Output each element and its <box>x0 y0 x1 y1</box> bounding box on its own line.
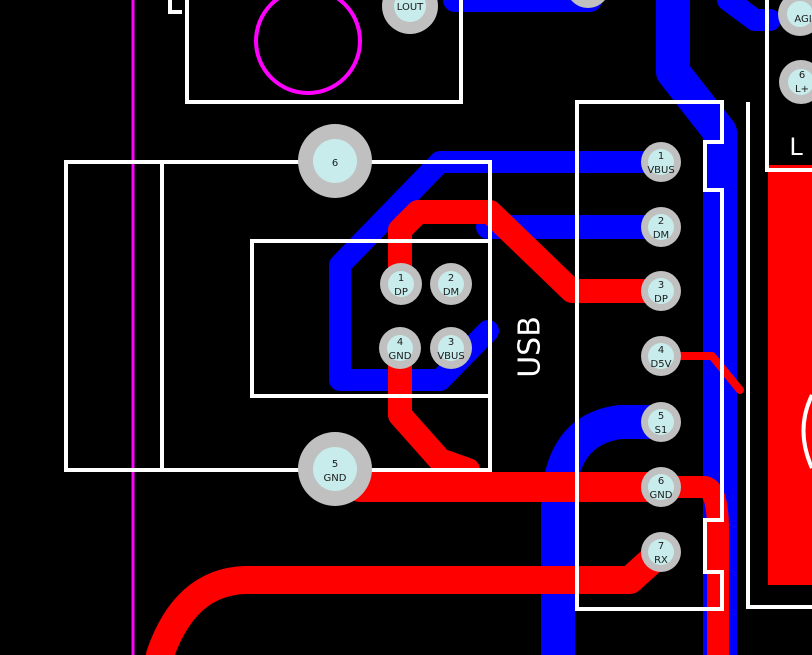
svg-text:6: 6 <box>658 476 664 487</box>
silkscreen-layer <box>64 0 812 611</box>
header-connector-outline <box>575 100 724 611</box>
svg-text:3: 3 <box>658 280 664 291</box>
svg-text:2: 2 <box>448 273 454 284</box>
svg-text:GND: GND <box>324 473 347 484</box>
svg-text:6: 6 <box>332 158 338 169</box>
svg-text:GND: GND <box>650 490 673 501</box>
header-pad-4: 4 D5V <box>641 336 681 376</box>
mounting-hole-outline <box>254 0 362 95</box>
svg-text:DP: DP <box>394 287 408 298</box>
svg-text:5: 5 <box>332 459 338 470</box>
shield-pad-5: 5 GND <box>298 432 372 506</box>
header-pad-5: 5 S1 <box>641 402 681 442</box>
svg-text:VBUS: VBUS <box>647 165 674 176</box>
svg-text:D5V: D5V <box>651 359 672 370</box>
svg-text:1: 1 <box>398 273 404 284</box>
top-trace <box>388 335 480 482</box>
pad-l-plus: 6 L+ <box>779 60 812 104</box>
silk-outline <box>765 0 812 172</box>
pad-top-edge <box>571 0 605 8</box>
header-pad-7: 7 RX <box>641 532 681 572</box>
header-pad-3: 3 DP <box>641 271 681 311</box>
corner-silkscreen-label: L <box>789 133 803 161</box>
svg-text:6: 6 <box>799 70 805 81</box>
header-pad-1: 1 VBUS <box>641 142 681 182</box>
svg-text:7: 7 <box>658 541 664 552</box>
shield-pad-6: 6 <box>298 124 372 198</box>
svg-text:1: 1 <box>658 151 664 162</box>
top-trace <box>146 538 675 655</box>
usb-pad-1: 1 DP <box>380 263 422 305</box>
usb-receptacle-inner-outline <box>250 239 492 398</box>
pad-agi: AGI <box>778 0 812 36</box>
svg-text:RX: RX <box>654 555 668 566</box>
silk-outline <box>168 0 182 14</box>
silk-outline <box>801 394 812 469</box>
usb-silkscreen-label: USB <box>513 316 548 378</box>
svg-text:VBUS: VBUS <box>437 351 464 362</box>
svg-text:DM: DM <box>653 230 669 241</box>
usb-pad-2: 2 DM <box>430 263 472 305</box>
svg-text:LOUT: LOUT <box>397 2 424 13</box>
usb-pad-4: 4 GND <box>379 327 421 369</box>
silk-outline <box>185 0 463 104</box>
svg-text:GND: GND <box>389 351 412 362</box>
svg-text:L+: L+ <box>795 84 809 95</box>
svg-text:3: 3 <box>448 337 454 348</box>
svg-text:DP: DP <box>654 294 668 305</box>
header-pad-2: 2 DM <box>641 207 681 247</box>
pad-lout: LOUT <box>382 0 438 34</box>
top-trace <box>650 476 729 655</box>
svg-text:AGI: AGI <box>794 14 811 25</box>
svg-text:DM: DM <box>443 287 459 298</box>
usb-pad-3: 3 VBUS <box>430 327 472 369</box>
svg-text:S1: S1 <box>655 425 668 436</box>
header-pad-6: 6 GND <box>641 467 681 507</box>
svg-text:4: 4 <box>658 345 664 356</box>
copper-pour <box>768 165 812 585</box>
svg-text:2: 2 <box>658 216 664 227</box>
svg-text:5: 5 <box>658 411 664 422</box>
svg-text:4: 4 <box>397 337 403 348</box>
